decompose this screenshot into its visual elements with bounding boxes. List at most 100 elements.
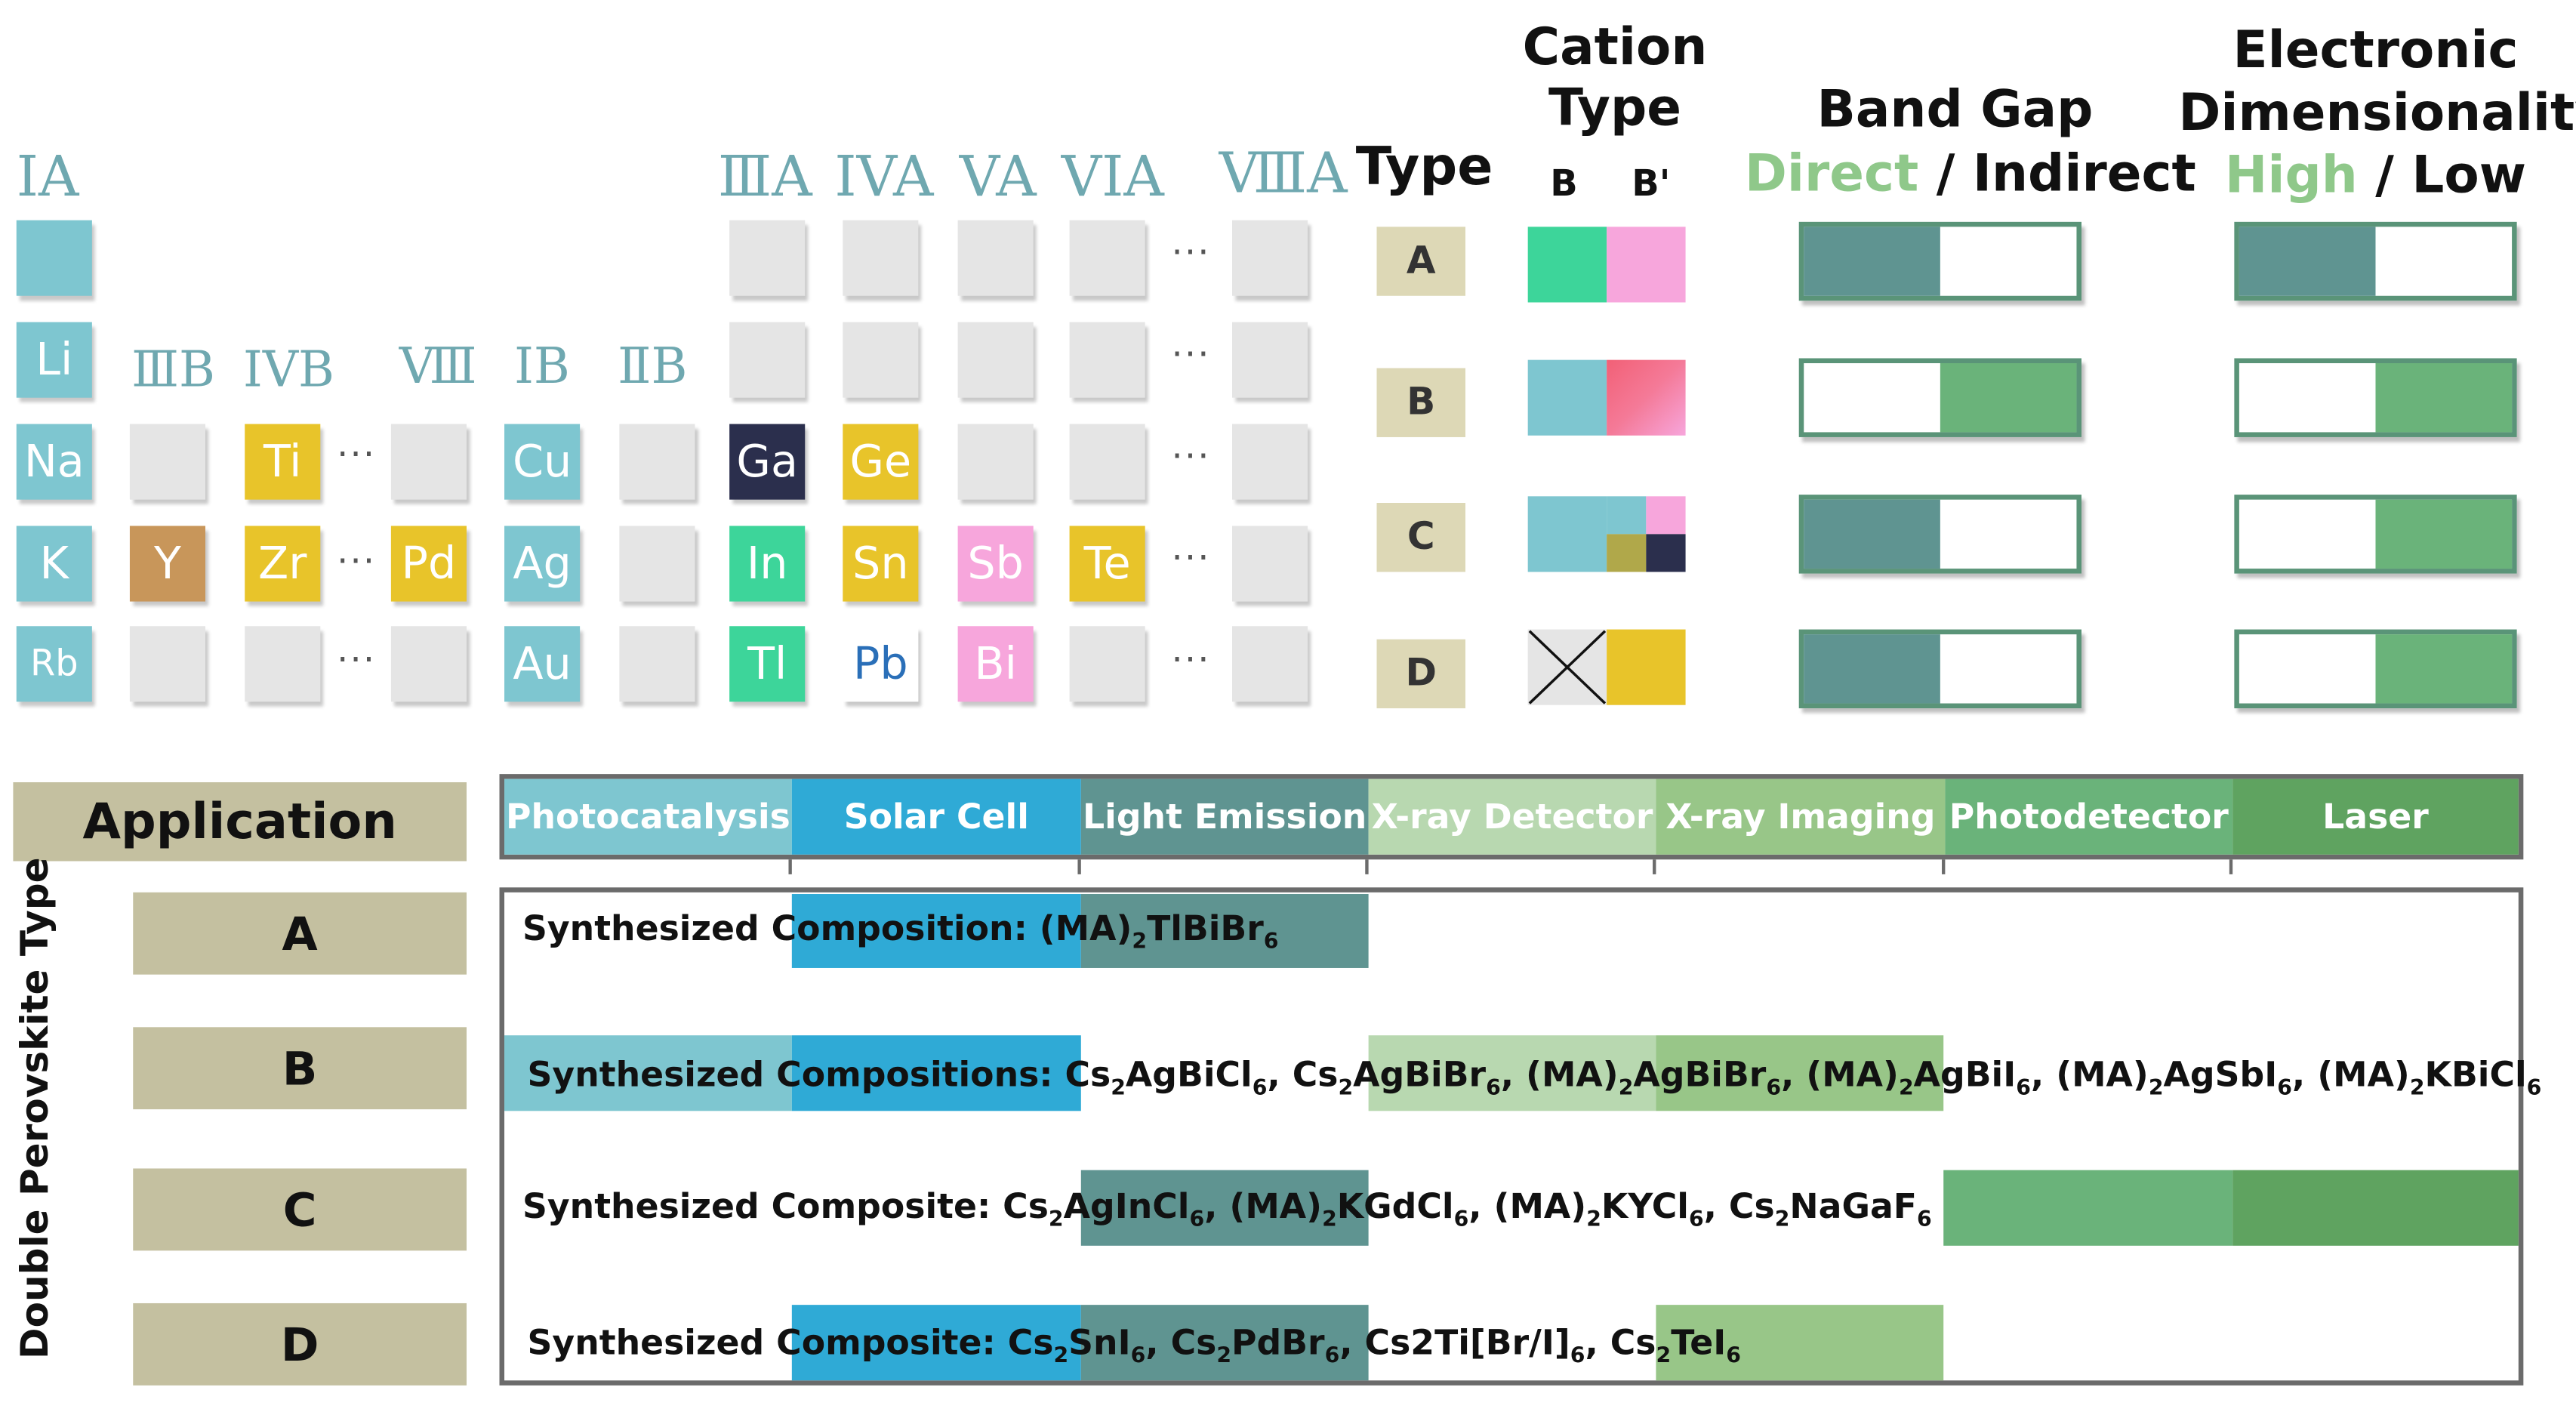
empty-cell bbox=[729, 220, 806, 296]
ellipsis: ··· bbox=[1171, 233, 1211, 275]
row-c-band-laser bbox=[2232, 1170, 2519, 1246]
formula-text: AgBiCl bbox=[1125, 1055, 1253, 1095]
formula-text: KBiCl bbox=[2424, 1055, 2527, 1095]
element-ag: Ag bbox=[504, 526, 581, 602]
low-label: Low bbox=[2411, 146, 2527, 206]
formula-text: (MA) bbox=[1039, 908, 1132, 948]
tick-mark bbox=[788, 859, 792, 874]
element-y: Y bbox=[129, 526, 205, 602]
element-au: Au bbox=[504, 626, 581, 702]
formula-text: AgBiBr bbox=[1353, 1055, 1487, 1095]
element-na: Na bbox=[16, 424, 92, 500]
double-perovskite-type-label: Double Perovskite Type bbox=[14, 857, 58, 1359]
group-label-iib: ⅡB bbox=[618, 338, 688, 396]
row-c-label: C bbox=[133, 1168, 467, 1251]
bprime-site-label: B' bbox=[1632, 164, 1671, 206]
group-label-via: VIA bbox=[1061, 144, 1164, 211]
formula-text: , bbox=[1204, 1186, 1230, 1226]
dimensionality-legend: High / Low bbox=[2185, 145, 2566, 208]
group-label-ib: IB bbox=[514, 338, 570, 396]
category-photodetector: Photodetector bbox=[1945, 778, 2233, 855]
group-label-iva: IVA bbox=[834, 144, 934, 211]
row-b-prefix: Synthesized Compositions: bbox=[527, 1055, 1065, 1095]
formula-text: KGdCl bbox=[1336, 1186, 1454, 1226]
element-tl: Tl bbox=[729, 626, 806, 702]
element-zr: Zr bbox=[245, 526, 321, 602]
empty-cell bbox=[1232, 220, 1308, 296]
row-b-band-xray-imaging bbox=[1656, 1035, 1944, 1111]
application-matrix-frame bbox=[499, 887, 2524, 1386]
formula-subscript: 2 bbox=[1111, 1077, 1126, 1102]
formula-subscript: 2 bbox=[1338, 1077, 1354, 1102]
empty-cell bbox=[1232, 424, 1308, 500]
empty-cell bbox=[129, 424, 205, 500]
group-label-ivb: IVB bbox=[243, 341, 334, 399]
row-a-band-light-emission bbox=[1080, 894, 1369, 968]
tick-mark bbox=[2229, 859, 2233, 874]
category-xray-detector: X-ray Detector bbox=[1368, 778, 1656, 855]
empty-cell bbox=[619, 526, 695, 602]
formula-text: TeI bbox=[1671, 1323, 1727, 1363]
category-light-emission: Light Emission bbox=[1080, 778, 1369, 855]
indirect-label: Indirect bbox=[1972, 144, 2196, 204]
element-ti: Ti bbox=[245, 424, 321, 500]
element-sb: Sb bbox=[957, 526, 1034, 602]
formula-text: NaGaF bbox=[1789, 1186, 1918, 1226]
element-ga: Ga bbox=[729, 424, 806, 500]
formula-subscript: 2 bbox=[1898, 1077, 1914, 1102]
row-d-band-solar-cell bbox=[791, 1305, 1081, 1381]
row-b-compositions: Synthesized Compositions: Cs2AgBiCl6, Cs… bbox=[527, 1055, 2541, 1101]
group-label-ia: IA bbox=[16, 144, 79, 211]
row-c-band-photodetector bbox=[1943, 1170, 2233, 1246]
formula-text: , Cs2Ti[Br/I] bbox=[1339, 1323, 1570, 1363]
formula-text: KYCl bbox=[1601, 1186, 1689, 1226]
element-in: In bbox=[729, 526, 806, 602]
formula-subscript: 6 bbox=[1252, 1077, 1268, 1102]
empty-cell bbox=[1069, 626, 1145, 702]
formula-text: , bbox=[2030, 1055, 2057, 1095]
row-a-formula: (MA)2TlBiBr6 bbox=[1039, 908, 1279, 955]
formula-subscript: 6 bbox=[1130, 1344, 1146, 1370]
formula-text: Cs bbox=[1170, 1323, 1217, 1363]
element-pd: Pd bbox=[390, 526, 467, 602]
formula-text: AgBiBr bbox=[1633, 1055, 1767, 1095]
tick-mark bbox=[1365, 859, 1369, 874]
formula-text: Cs bbox=[1065, 1055, 1111, 1095]
ellipsis: ··· bbox=[1171, 640, 1211, 683]
empty-cell bbox=[843, 220, 919, 296]
formula-text: , bbox=[1781, 1055, 1807, 1095]
row-d-formula: Cs2SnI6, Cs2PdBr6, Cs2Ti[Br/I]6, Cs2TeI6 bbox=[1008, 1323, 1741, 1369]
category-photocatalysis: Photocatalysis bbox=[504, 778, 792, 855]
group-label-iiib: ⅢB bbox=[131, 341, 216, 399]
formula-subscript: 6 bbox=[1189, 1208, 1205, 1233]
formula-text: Cs bbox=[1728, 1186, 1775, 1226]
formula-text: TlBiBr bbox=[1147, 908, 1264, 948]
row-b-formula: Cs2AgBiCl6, Cs2AgBiBr6, (MA)2AgBiBr6, (M… bbox=[1065, 1055, 2541, 1101]
b-site-label: B bbox=[1550, 164, 1578, 206]
formula-text: , bbox=[2291, 1055, 2318, 1095]
formula-subscript: 2 bbox=[1053, 1344, 1069, 1370]
formula-subscript: 6 bbox=[1766, 1077, 1782, 1102]
formula-text: PdBr bbox=[1231, 1323, 1325, 1363]
group-label-viii: Ⅷ bbox=[399, 338, 477, 396]
empty-cell bbox=[1232, 526, 1308, 602]
application-header: Application bbox=[13, 782, 467, 862]
type-a-b-swatch bbox=[1527, 227, 1607, 303]
formula-text: Cs bbox=[1003, 1186, 1049, 1226]
type-c-bprime-swatch bbox=[1607, 496, 1686, 572]
type-b-box: B bbox=[1376, 368, 1465, 437]
element-pb: Pb bbox=[843, 626, 919, 702]
formula-text: Cs bbox=[1292, 1055, 1339, 1095]
type-a-bprime-swatch bbox=[1607, 227, 1686, 303]
formula-subscript: 2 bbox=[1216, 1344, 1232, 1370]
row-c-band-light-emission bbox=[1080, 1170, 1369, 1246]
formula-text: , bbox=[1703, 1186, 1729, 1226]
empty-cell bbox=[957, 220, 1034, 296]
category-laser: Laser bbox=[2232, 778, 2519, 855]
type-c-box: C bbox=[1376, 503, 1465, 572]
row-d-band-light-emission bbox=[1080, 1305, 1369, 1381]
type-c-b-swatch bbox=[1527, 496, 1607, 572]
empty-cell bbox=[390, 424, 467, 500]
ellipsis: ··· bbox=[1171, 335, 1211, 377]
empty-cell bbox=[1232, 322, 1308, 398]
